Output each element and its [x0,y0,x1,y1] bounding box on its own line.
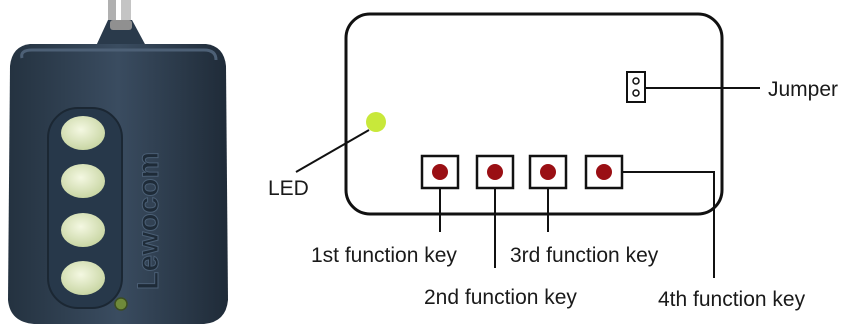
key3-label: 3rd function key [510,244,659,267]
remote-button-2 [61,164,105,198]
key1-label: 1st function key [311,244,457,267]
remote-button-1 [61,116,105,150]
function-key-1 [420,154,460,190]
led-leader-line [295,129,370,173]
key4-label: 4th function key [658,288,806,311]
board-outline [344,12,724,216]
function-key-4 [584,154,624,190]
led-icon [366,112,386,132]
remote-pcb-diagram: Jumper LED 1st function key 2nd function… [268,12,838,311]
remote-led-icon [114,297,128,311]
led-label: LED [268,177,309,200]
remote-control-photo: Lewocom [8,0,228,324]
jumper-label: Jumper [768,78,838,101]
jumper-icon [626,71,646,103]
button-panel [47,107,123,309]
function-key-3 [528,154,568,190]
key-ring [96,0,146,46]
brand-logo: Lewocom [132,151,166,290]
key4-leader-line [622,171,715,278]
remote-button-4 [61,261,105,295]
function-key-2 [475,154,515,190]
svg-text:Lewocom: Lewocom [132,152,165,290]
key2-label: 2nd function key [424,286,577,309]
remote-button-3 [61,213,105,247]
